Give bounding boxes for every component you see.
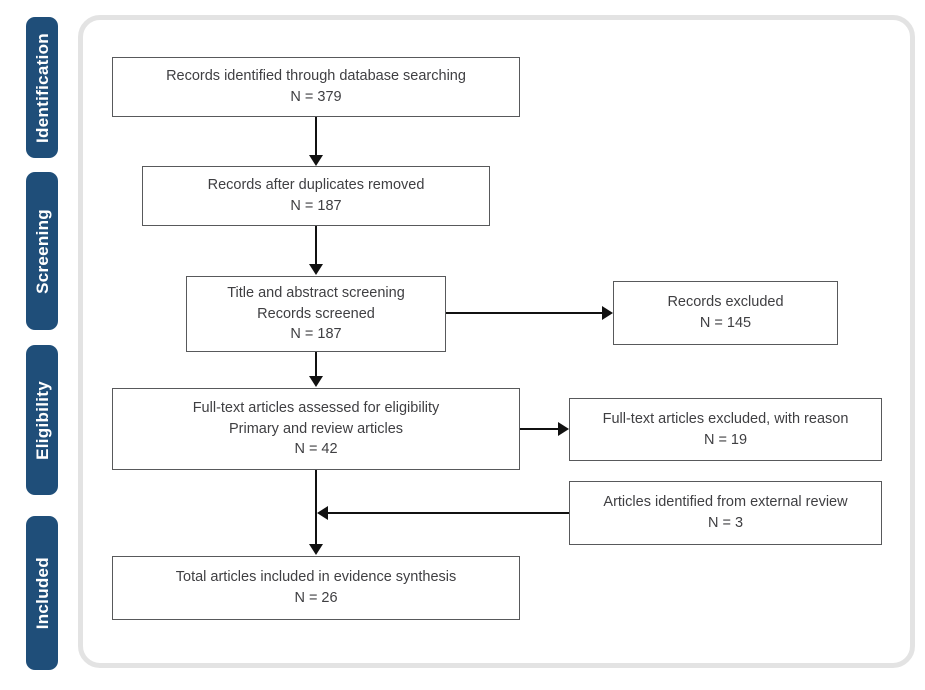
node-external-review-line-1: Articles identified from external review bbox=[603, 494, 848, 511]
node-records-excluded[interactable]: Records excluded N = 145 bbox=[613, 281, 838, 345]
node-fulltext-excluded-line-1: Full-text articles excluded, with reason bbox=[602, 410, 849, 427]
arrowhead-fulltext-to-excluded bbox=[558, 422, 569, 436]
node-fulltext-assessed-line-1: Full-text articles assessed for eligibil… bbox=[192, 400, 440, 417]
connector-fulltext-to-included bbox=[315, 470, 318, 546]
node-external-review[interactable]: Articles identified from external review… bbox=[569, 481, 882, 545]
arrowhead-duplicates-to-screened bbox=[309, 264, 323, 275]
node-records-screened-line-2: Records screened bbox=[257, 305, 375, 322]
stage-tab-included-label: Included bbox=[32, 556, 52, 630]
node-records-screened[interactable]: Title and abstract screening Records scr… bbox=[186, 276, 446, 352]
arrowhead-screened-to-excluded bbox=[602, 306, 613, 320]
node-records-after-duplicates-line-2: N = 187 bbox=[290, 198, 342, 214]
node-fulltext-excluded-line-2: N = 19 bbox=[703, 431, 748, 448]
stage-tab-identification-label: Identification bbox=[32, 32, 52, 143]
node-records-identified[interactable]: Records identified through database sear… bbox=[112, 57, 520, 117]
node-fulltext-assessed-line-2: Primary and review articles bbox=[228, 420, 404, 437]
node-records-screened-line-3: N = 187 bbox=[290, 326, 342, 343]
arrowhead-external-review-to-spine bbox=[317, 506, 328, 520]
node-records-screened-line-1: Title and abstract screening bbox=[227, 285, 405, 302]
connector-fulltext-to-excluded bbox=[520, 428, 560, 431]
stage-tab-eligibility[interactable]: Eligibility bbox=[26, 345, 58, 495]
node-total-included[interactable]: Total articles included in evidence synt… bbox=[112, 556, 520, 620]
arrowhead-identified-to-duplicates bbox=[309, 155, 323, 166]
connector-screened-to-fulltext bbox=[315, 351, 318, 378]
stage-tab-eligibility-label: Eligibility bbox=[32, 380, 52, 460]
node-records-identified-line-1: Records identified through database sear… bbox=[166, 68, 466, 85]
connector-external-review-to-spine bbox=[328, 512, 569, 515]
node-external-review-line-2: N = 3 bbox=[707, 515, 744, 531]
arrowhead-screened-to-fulltext bbox=[309, 376, 323, 387]
node-records-after-duplicates-line-1: Records after duplicates removed bbox=[207, 177, 425, 194]
node-total-included-line-1: Total articles included in evidence synt… bbox=[175, 569, 457, 586]
node-records-identified-line-2: N = 379 bbox=[290, 89, 342, 105]
node-records-excluded-line-1: Records excluded bbox=[667, 294, 784, 311]
node-total-included-line-2: N = 26 bbox=[294, 590, 338, 606]
node-fulltext-excluded[interactable]: Full-text articles excluded, with reason… bbox=[569, 398, 882, 461]
connector-identified-to-duplicates bbox=[315, 117, 318, 157]
stage-tab-screening[interactable]: Screening bbox=[26, 172, 58, 330]
node-records-excluded-line-2: N = 145 bbox=[699, 315, 752, 331]
arrowhead-fulltext-to-included bbox=[309, 544, 323, 555]
stage-tab-included[interactable]: Included bbox=[26, 516, 58, 670]
node-fulltext-assessed[interactable]: Full-text articles assessed for eligibil… bbox=[112, 388, 520, 470]
node-fulltext-assessed-line-3: N = 42 bbox=[294, 441, 338, 458]
node-records-after-duplicates[interactable]: Records after duplicates removed N = 187 bbox=[142, 166, 490, 226]
connector-screened-to-excluded bbox=[446, 312, 604, 315]
stage-tab-screening-label: Screening bbox=[32, 208, 52, 294]
stage-tab-identification[interactable]: Identification bbox=[26, 17, 58, 158]
connector-duplicates-to-screened bbox=[315, 226, 318, 266]
